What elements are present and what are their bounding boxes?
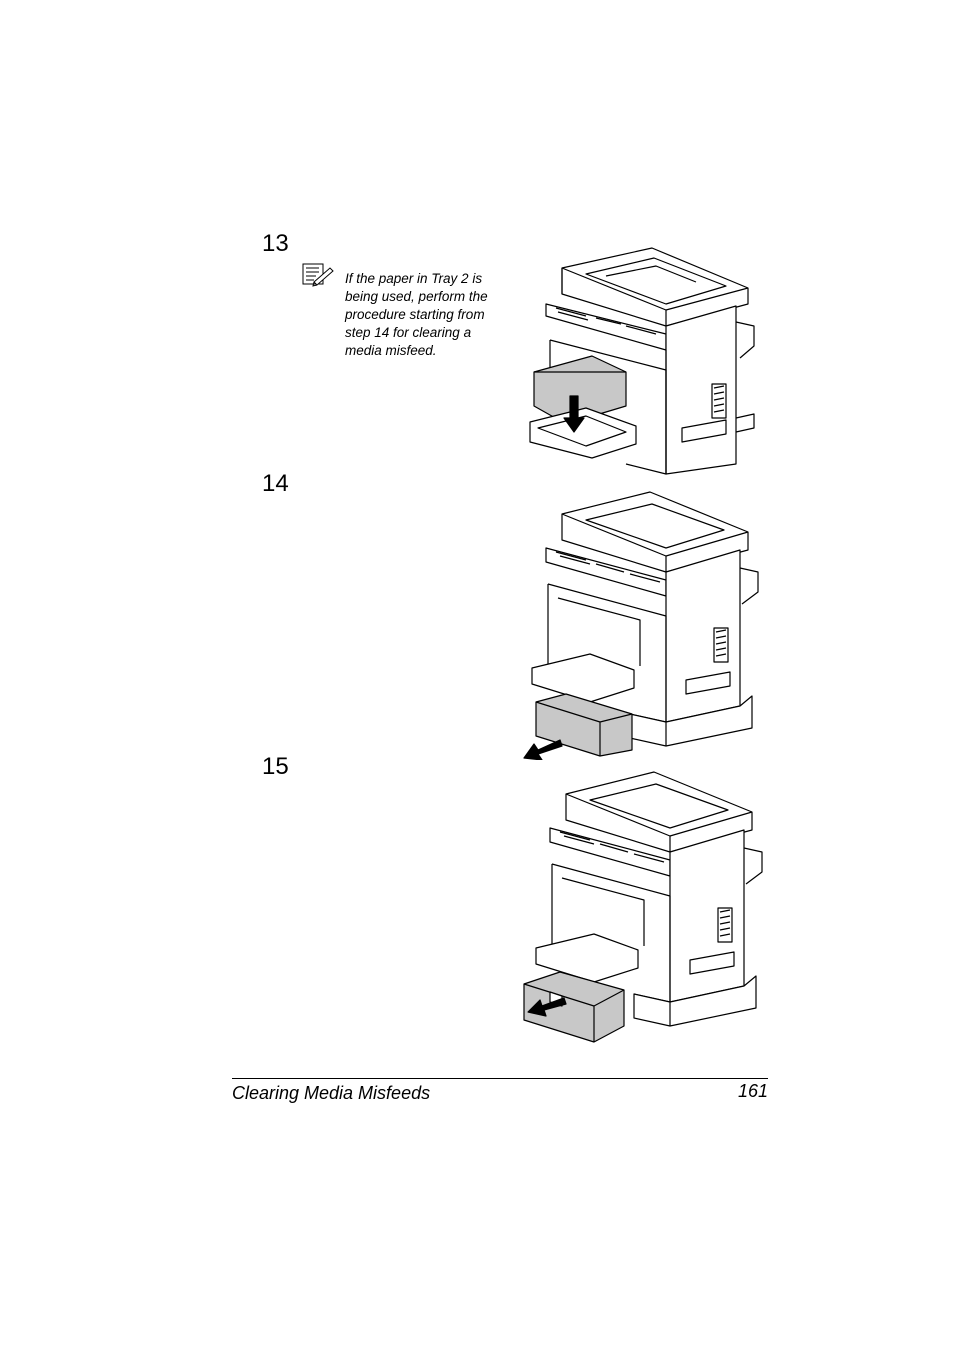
step-number-15: 15 <box>262 753 289 780</box>
step-number-13: 13 <box>262 230 289 257</box>
note-line: media misfeed. <box>345 343 437 358</box>
printer-illustration-remove-paper <box>523 771 763 1043</box>
step-number-14: 14 <box>262 470 289 497</box>
printer-illustration-pull-tray <box>523 491 759 760</box>
note-line: being used, perform the <box>345 289 488 304</box>
footer-section-title: Clearing Media Misfeeds <box>232 1083 431 1103</box>
note-pencil-icon <box>302 263 334 287</box>
note-line: If the paper in Tray 2 is <box>345 271 483 286</box>
footer-divider <box>232 1078 768 1079</box>
note-line: step 14 for clearing a <box>345 325 472 340</box>
page-number: 161 <box>737 1081 768 1101</box>
note-line: procedure starting from <box>345 307 485 322</box>
printer-illustration-open-cover <box>529 247 755 475</box>
note-text: If the paper in Tray 2 is being used, pe… <box>345 270 510 360</box>
